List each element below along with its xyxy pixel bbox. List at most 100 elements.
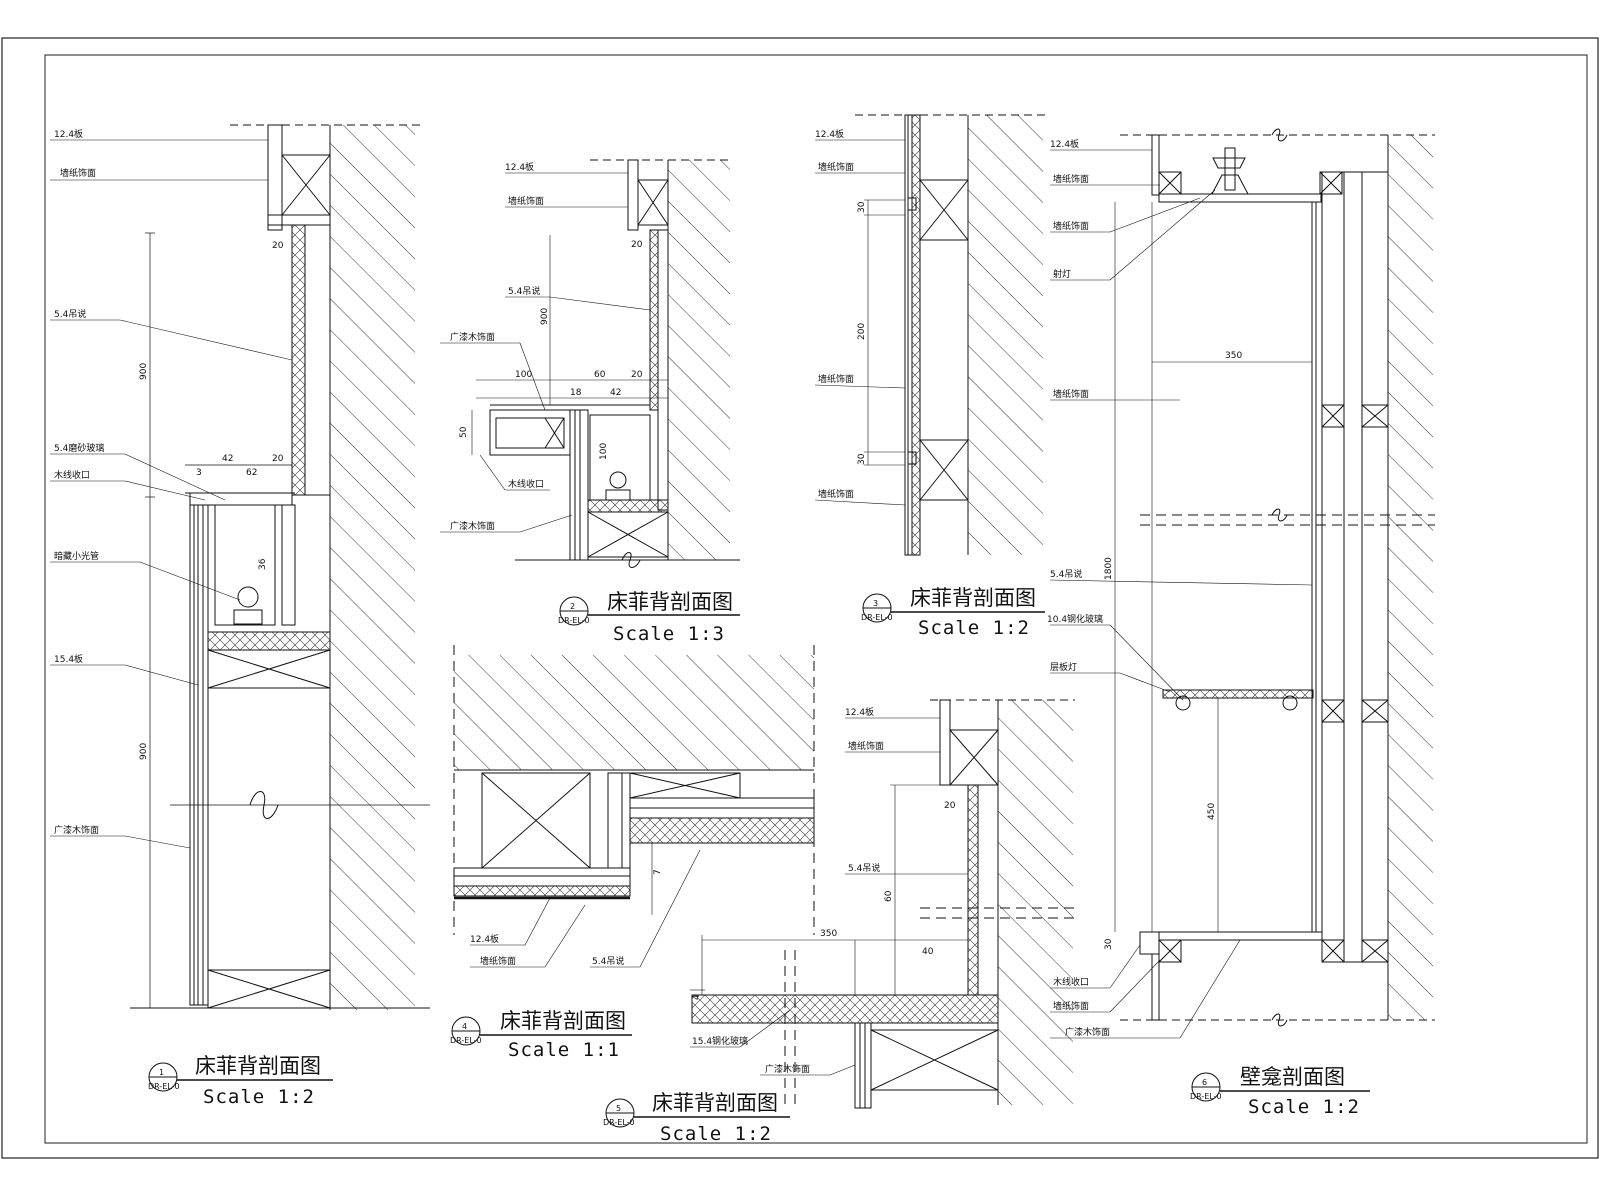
title-block-2: 2 DR-EL-0 床菲背剖面图 Scale 1:3 [558, 590, 740, 645]
dim-s1-6: 36 [258, 558, 268, 570]
label-s6-4: 墙纸饰面 [1053, 388, 1089, 400]
section-5-ref: DR-EL-0 [603, 1118, 635, 1127]
dim-s1-3: 42 [222, 454, 233, 464]
section-4-num: 4 [462, 1022, 467, 1031]
label-s3-1: 墙纸饰面 [818, 161, 854, 173]
title-block-1: 1 DR-EL-0 床菲背剖面图 Scale 1:2 [148, 1054, 333, 1108]
dim-s1-2: 20 [272, 454, 284, 464]
section-2-title: 床菲背剖面图 [607, 590, 733, 614]
outer-border [1, 37, 1599, 1159]
label-s3-3: 墙纸饰面 [818, 488, 854, 500]
section-1-scale: Scale 1:2 [203, 1086, 315, 1108]
section-2-num: 2 [570, 602, 575, 611]
label-s1-6: 15.4板 [54, 653, 83, 665]
labels-section-2: 12.4板 墙纸饰面 5.4吊说 广漆木饰面 木线收口 广漆木饰面 [450, 161, 544, 532]
dim-s5-2: 40 [922, 947, 934, 957]
dim-s2-3: 60 [594, 370, 606, 380]
labels-section-3: 12.4板 墙纸饰面 墙纸饰面 墙纸饰面 [815, 128, 854, 500]
dims-section-3: 30 200 30 [857, 201, 867, 465]
dims-section-4: 7 [653, 869, 663, 875]
dim-s2-1: 900 [540, 308, 550, 325]
labels-section-4: 12.4板 墙纸饰面 5.4吊说 [470, 933, 624, 967]
section-2-drawing [440, 159, 740, 568]
section-4-scale: Scale 1:1 [508, 1039, 620, 1061]
section-3-drawing [814, 114, 1045, 556]
title-block-3: 3 DR-EL-0 床菲背剖面图 Scale 1:2 [861, 586, 1045, 639]
dim-s1-7: 900 [139, 743, 149, 760]
section-1-drawing [50, 124, 430, 1010]
label-s1-3: 5.4磨砂玻璃 [54, 442, 104, 454]
label-s2-4: 木线收口 [508, 478, 544, 490]
dims-section-2: 20 900 100 60 20 18 42 50 100 [459, 240, 643, 460]
label-s1-7: 广漆木饰面 [54, 824, 99, 836]
labels-section-5: 12.4板 墙纸饰面 5.4吊说 15.4钢化玻璃 广漆木饰面 [692, 706, 884, 1075]
section-5-num: 5 [616, 1104, 621, 1113]
dim-s6-1: 1800 [1104, 557, 1114, 580]
dim-s6-3: 30 [1104, 938, 1114, 950]
labels-section-6: 12.4板 墙纸饰面 墙纸饰面 射灯 墙纸饰面 5.4吊说 10.4钢化玻璃 层… [1047, 138, 1110, 1038]
label-s2-3: 广漆木饰面 [450, 331, 495, 343]
dim-s1-1: 900 [139, 363, 149, 380]
dim-s6-2: 450 [1207, 803, 1217, 820]
label-s4-0: 12.4板 [470, 933, 499, 945]
dim-s2-2: 100 [515, 370, 532, 380]
section-3-num: 3 [873, 599, 878, 608]
label-s6-10: 广漆木饰面 [1065, 1026, 1110, 1038]
dim-s2-4: 20 [631, 370, 643, 380]
label-s1-1: 墙纸饰面 [60, 167, 96, 179]
section-3-scale: Scale 1:2 [918, 617, 1030, 639]
labels-section-1: 12.4板 墙纸饰面 5.4吊说 5.4磨砂玻璃 木线收口 暗藏小光管 15.4… [54, 128, 104, 836]
label-s5-3: 15.4钢化玻璃 [692, 1035, 748, 1047]
dim-s1-5: 62 [246, 468, 257, 478]
label-s2-5: 广漆木饰面 [450, 520, 495, 532]
label-s2-2: 5.4吊说 [508, 285, 540, 297]
title-block-5: 5 DR-EL-0 床菲背剖面图 Scale 1:2 [603, 1091, 790, 1145]
label-s4-2: 5.4吊说 [592, 955, 624, 967]
dim-s6-0: 350 [1225, 351, 1242, 361]
label-s5-0: 12.4板 [845, 706, 874, 718]
label-s6-5: 5.4吊说 [1050, 568, 1082, 580]
dim-s2-7: 50 [459, 426, 469, 438]
label-s1-4: 木线收口 [54, 469, 90, 481]
section-4-ref: DR-EL-0 [450, 1036, 482, 1045]
label-s2-0: 12.4板 [505, 161, 534, 173]
inner-border [44, 54, 1588, 1144]
dim-s2-0: 20 [631, 240, 643, 250]
label-s1-2: 5.4吊说 [54, 308, 86, 320]
dims-section-5: 20 350 40 60 4 [692, 801, 956, 1000]
dims-section-6: 350 1800 450 30 [1104, 351, 1242, 950]
label-s4-1: 墙纸饰面 [480, 955, 516, 967]
dim-s5-1: 350 [820, 929, 837, 939]
section-5-scale: Scale 1:2 [660, 1123, 772, 1145]
dim-s3-0: 30 [857, 201, 867, 213]
section-5-title: 床菲背剖面图 [652, 1091, 778, 1115]
dim-s2-8: 100 [599, 443, 609, 460]
section-1-title: 床菲背剖面图 [195, 1054, 321, 1078]
dim-s1-4: 3 [196, 468, 202, 478]
label-s6-6: 10.4钢化玻璃 [1047, 613, 1103, 625]
label-s6-7: 层板灯 [1050, 661, 1077, 673]
dim-s4-0: 7 [653, 869, 663, 875]
title-block-4: 4 DR-EL-0 床菲背剖面图 Scale 1:1 [450, 1009, 632, 1061]
section-6-drawing [1049, 128, 1435, 1039]
label-s3-0: 12.4板 [815, 128, 844, 140]
dim-s3-1: 200 [857, 323, 867, 340]
label-s6-0: 12.4板 [1050, 138, 1079, 150]
label-s6-8: 木线收口 [1053, 976, 1089, 988]
dim-s1-0: 20 [272, 241, 284, 251]
label-s6-1: 墙纸饰面 [1053, 173, 1089, 185]
title-block-6: 6 DR-EL-0 壁龛剖面图 Scale 1:2 [1190, 1065, 1370, 1118]
section-2-ref: DR-EL-0 [558, 616, 590, 625]
label-s6-9: 墙纸饰面 [1053, 1000, 1089, 1012]
section-5-drawing [690, 699, 1075, 1109]
label-s6-2: 墙纸饰面 [1053, 220, 1089, 232]
dim-s2-6: 42 [610, 388, 621, 398]
label-s2-1: 墙纸饰面 [508, 195, 544, 207]
section-4-title: 床菲背剖面图 [500, 1009, 626, 1033]
section-2-scale: Scale 1:3 [613, 623, 725, 645]
section-6-ref: DR-EL-0 [1190, 1092, 1222, 1101]
section-6-scale: Scale 1:2 [1248, 1096, 1360, 1118]
dim-s5-0: 20 [944, 801, 956, 811]
dim-s2-5: 18 [570, 388, 582, 398]
section-3-ref: DR-EL-0 [861, 613, 893, 622]
